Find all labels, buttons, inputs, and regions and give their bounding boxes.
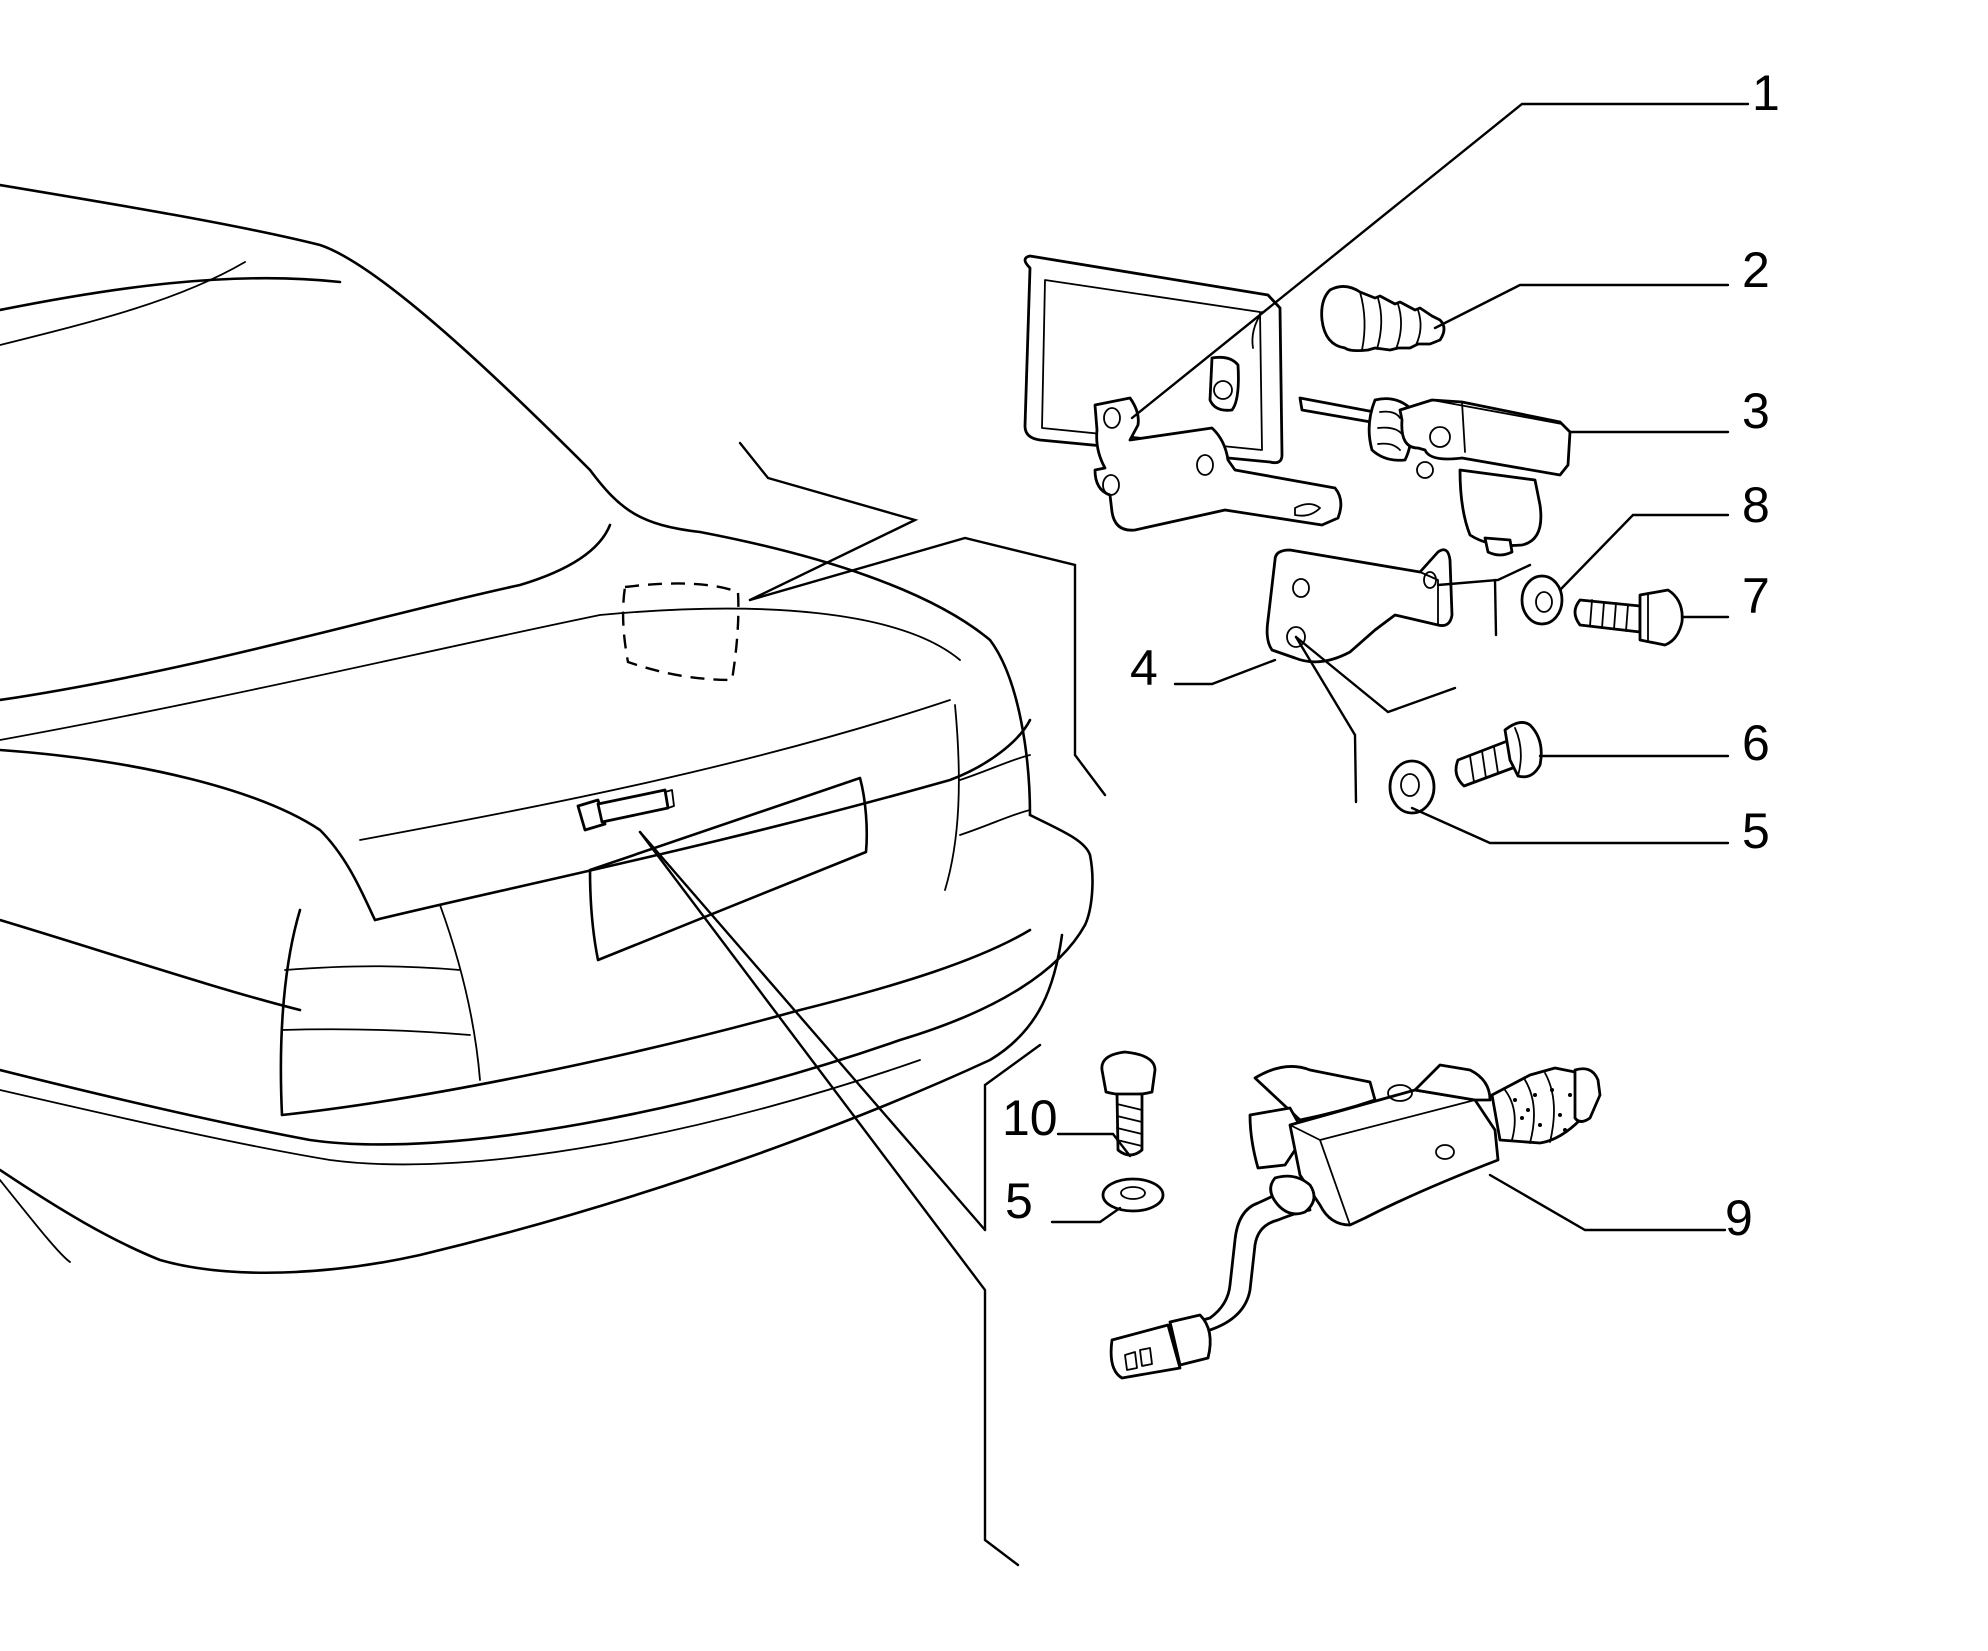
part-10-bolt	[1100, 1050, 1157, 1157]
part-6-screw	[1454, 721, 1543, 788]
callout-7: 7	[1742, 568, 1770, 624]
part-1-mounting-bracket	[1023, 254, 1343, 532]
car-rear-illustration	[0, 183, 1094, 1274]
callout-2: 2	[1742, 242, 1770, 298]
part-4-assembly-lines	[1294, 563, 1532, 804]
callout-10: 10	[1002, 1090, 1058, 1146]
part-4-plate-bracket	[1265, 548, 1454, 664]
callout-leader-lines	[1050, 102, 1750, 1232]
callout-numbers: 1 2 3 8 7 4 6 5 10 5 9	[1002, 65, 1780, 1246]
part-9-actuator	[1109, 1063, 1602, 1380]
callout-9: 9	[1725, 1190, 1753, 1246]
callout-8: 8	[1742, 477, 1770, 533]
callout-3: 3	[1742, 383, 1770, 439]
part-5-washer-upper	[1388, 759, 1436, 815]
part-9-texture-dots	[1513, 1088, 1572, 1132]
car-leader-lines	[638, 441, 1107, 1567]
callout-4: 4	[1130, 640, 1158, 696]
callout-5-upper: 5	[1742, 803, 1770, 859]
callout-5-lower: 5	[1005, 1173, 1033, 1229]
callout-1: 1	[1752, 65, 1780, 121]
part-5-washer-lower	[1101, 1177, 1165, 1213]
part-8-washer	[1520, 574, 1564, 626]
part-2-rubber-boot	[1320, 285, 1446, 353]
callout-6: 6	[1742, 715, 1770, 771]
part-7-bolt	[1573, 588, 1684, 647]
part-3-door-switch	[1298, 396, 1572, 557]
